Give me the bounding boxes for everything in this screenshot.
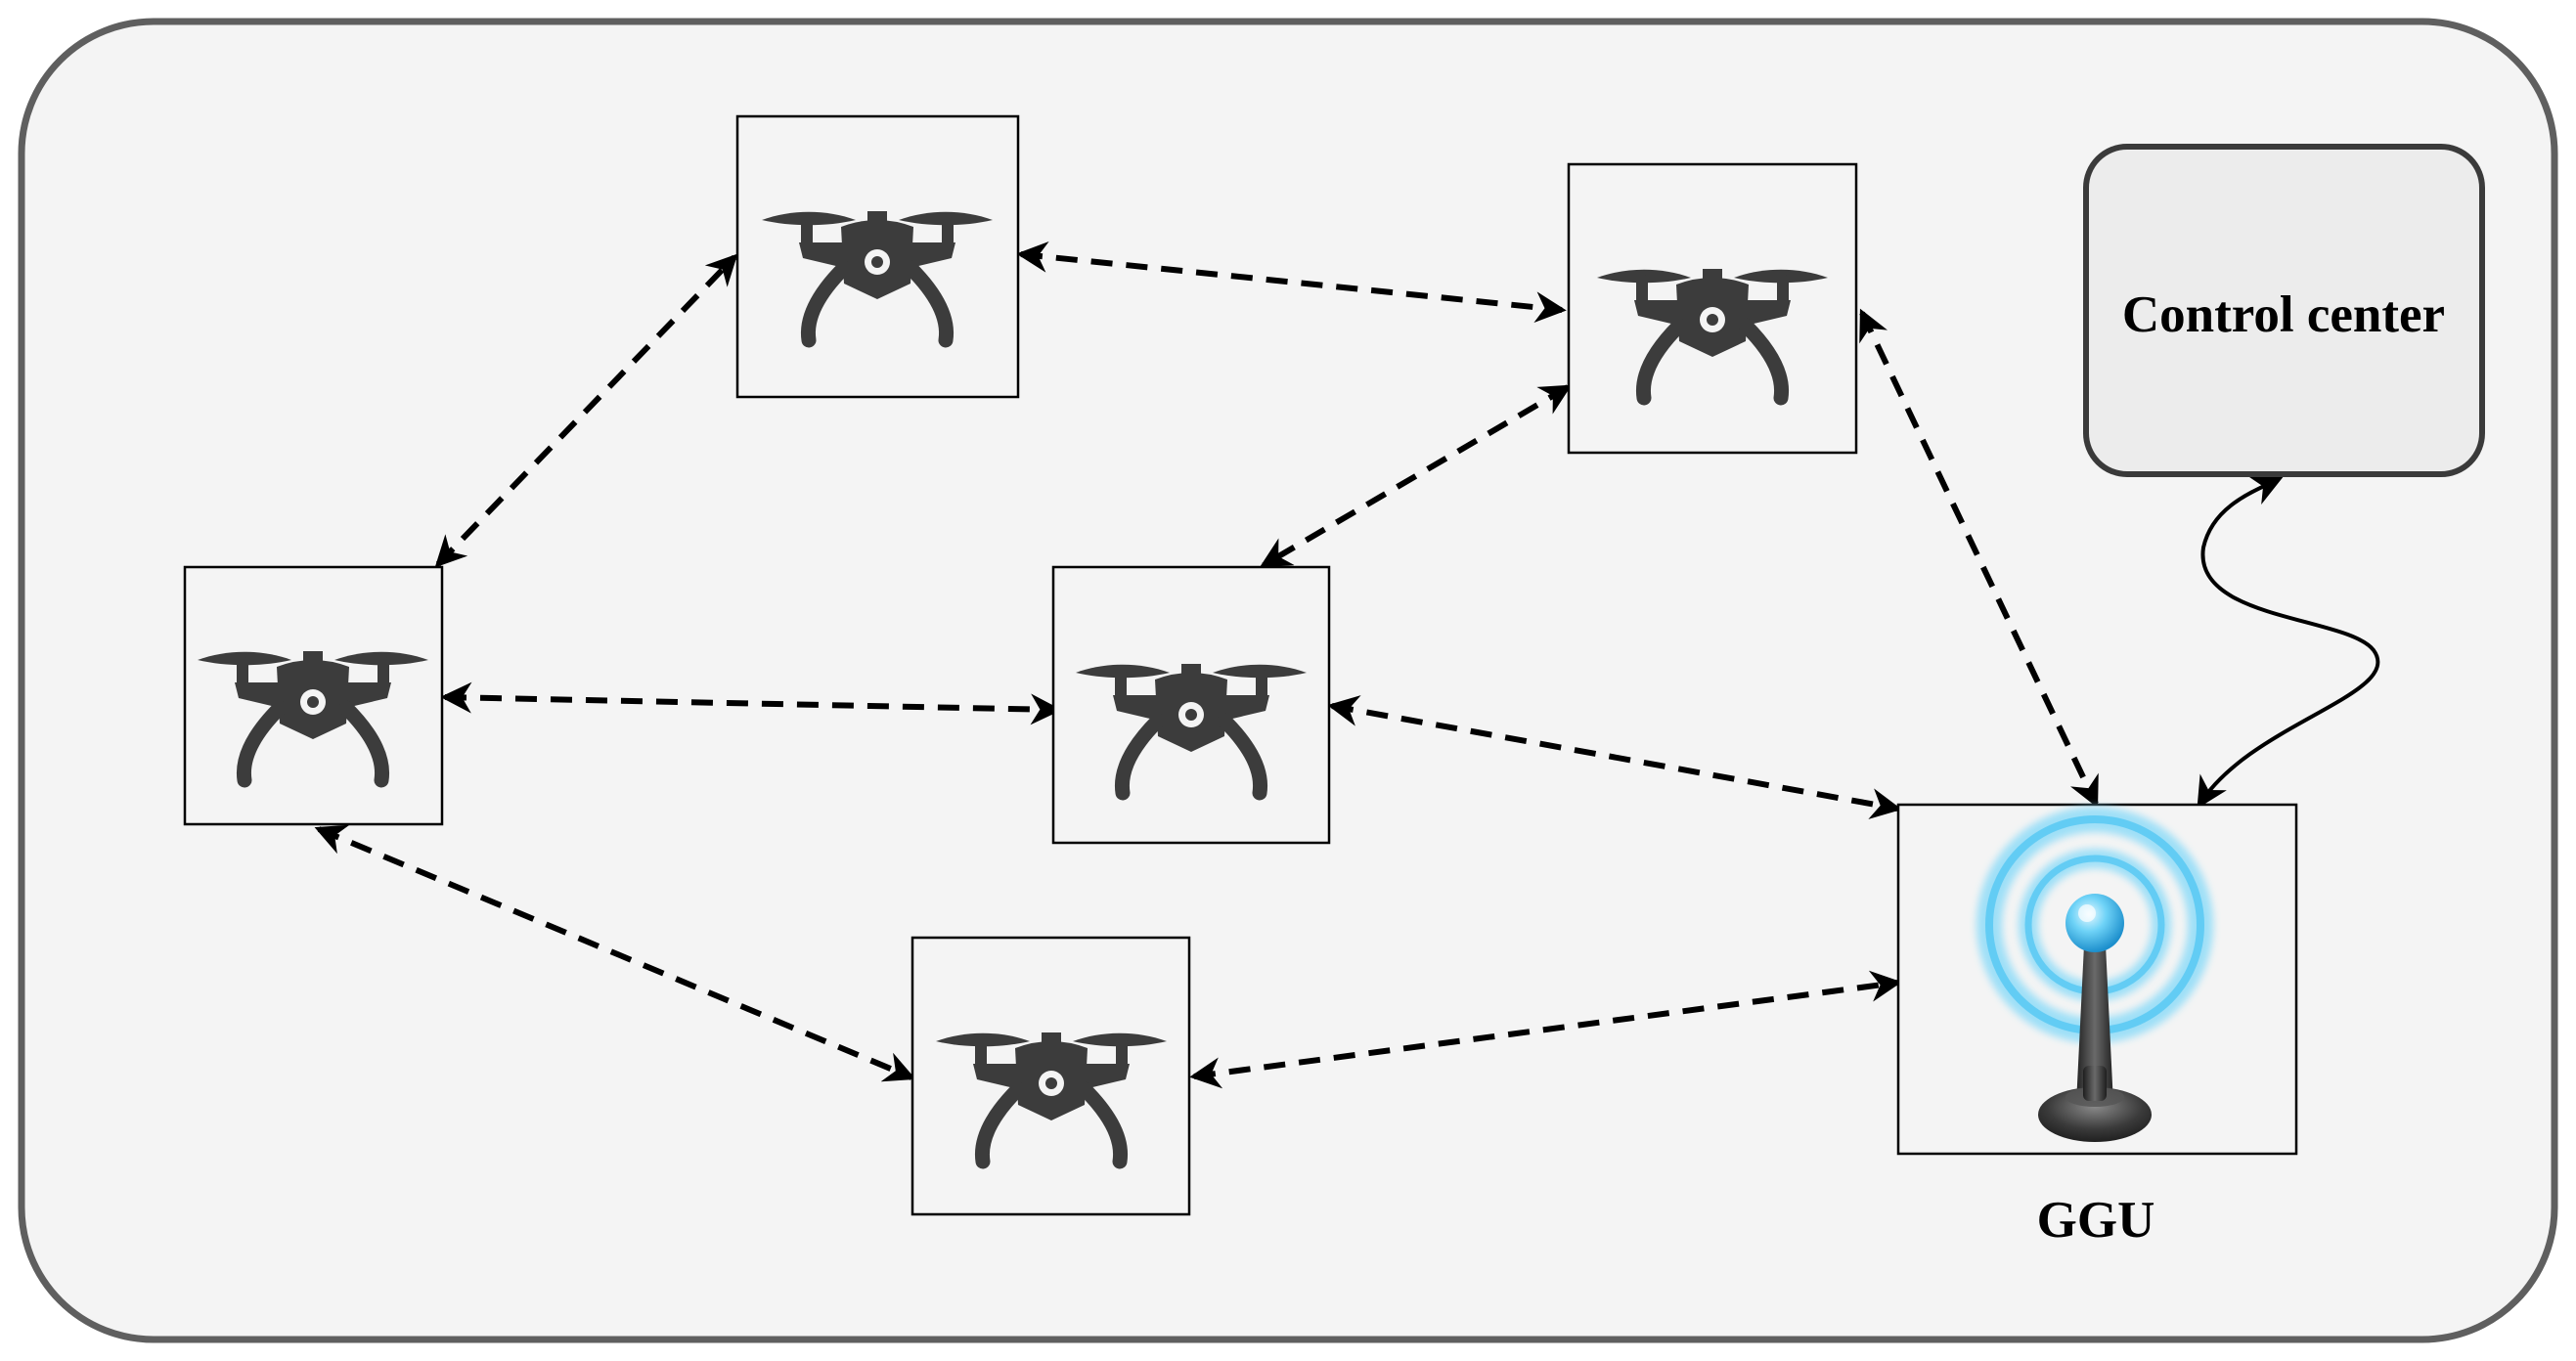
ggu-label: GGU	[2037, 1192, 2155, 1249]
link-drone4-ggu	[1859, 308, 2099, 809]
dashed-links	[314, 241, 2099, 1089]
drone-box	[183, 565, 444, 826]
link-drone2-ggu	[1327, 695, 1902, 819]
drone-node-4	[1567, 162, 1858, 455]
link-drone1-drone2	[440, 681, 1062, 725]
antenna-icon	[1976, 807, 2213, 1142]
drone-node-3	[735, 114, 1020, 399]
ggu-node: GGU	[1896, 803, 2298, 1249]
control-center-label: Control center	[2122, 286, 2445, 343]
link-drone3-drone4	[1016, 241, 1567, 324]
control-center-box	[2083, 144, 2485, 477]
link-drone4-drone2	[1259, 384, 1573, 568]
control-center-node: Control center	[2083, 144, 2485, 477]
drone-node-1	[183, 565, 444, 826]
drone-node-2	[1051, 565, 1331, 845]
link-drone5-ggu	[1189, 970, 1902, 1089]
drone-node-5	[910, 936, 1191, 1216]
link-drone1-drone5	[314, 824, 916, 1082]
link-ggu-control-center	[2197, 476, 2380, 810]
link-drone1-drone3	[434, 253, 738, 568]
